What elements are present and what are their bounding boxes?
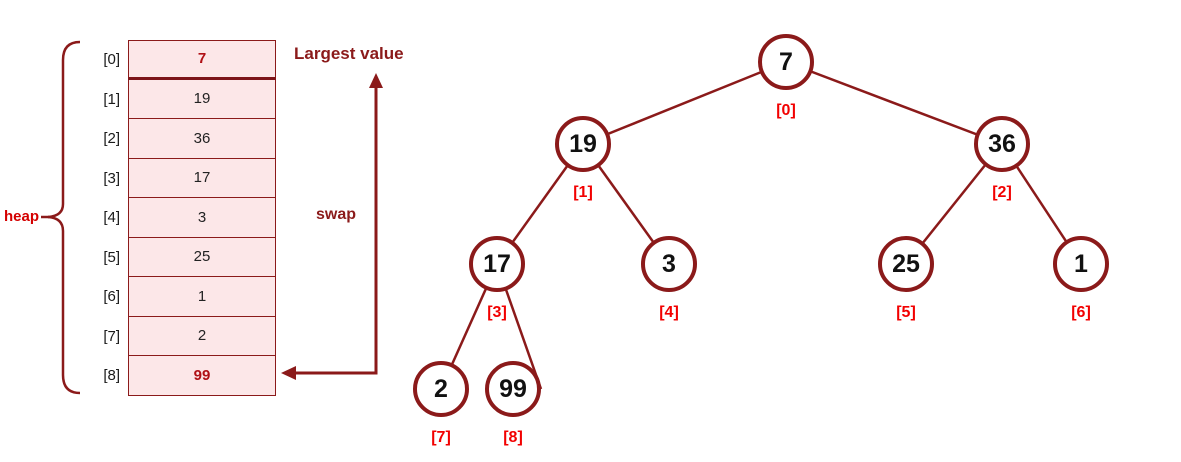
tree-node-value: 1 xyxy=(1053,236,1109,292)
array-cell: 99 xyxy=(128,356,276,396)
tree-node-index-label: [8] xyxy=(503,429,523,446)
tree-node-7: 2 [7] xyxy=(401,361,481,447)
array-cell: 19 xyxy=(128,79,276,119)
array-cell: 17 xyxy=(128,158,276,198)
tree-node-value: 3 xyxy=(641,236,697,292)
array-index: [1] xyxy=(103,90,120,108)
arrow-up-head-icon xyxy=(369,73,383,88)
tree-node-index-label: [2] xyxy=(992,184,1012,201)
array-cell: 36 xyxy=(128,119,276,159)
array-index: [0] xyxy=(103,51,120,69)
tree-node-value: 17 xyxy=(469,236,525,292)
tree-node-index-label: [1] xyxy=(573,184,593,201)
tree-node-index-label: [7] xyxy=(431,429,451,446)
tree-node-2: 36 [2] xyxy=(962,116,1042,202)
array-index: [2] xyxy=(103,130,120,148)
tree-node-index-label: [4] xyxy=(659,304,679,321)
array-cell: 3 xyxy=(128,198,276,238)
tree-node-1: 19 [1] xyxy=(543,116,623,202)
array-row-5: [5] 25 xyxy=(84,237,276,277)
largest-value-label: Largest value xyxy=(294,44,404,63)
tree-node-index-label: [6] xyxy=(1071,304,1091,321)
array-row-4: [4] 3 xyxy=(84,198,276,238)
heap-label: heap xyxy=(4,208,40,225)
tree-node-value: 25 xyxy=(878,236,934,292)
tree-node-value: 99 xyxy=(485,361,541,417)
tree-node-0: 7 [0] xyxy=(746,34,826,120)
array-index: [6] xyxy=(103,288,120,306)
array-index: [7] xyxy=(103,327,120,345)
tree-node-index-label: [0] xyxy=(776,102,796,119)
heap-brace xyxy=(47,40,81,395)
tree-node-8: 99 [8] xyxy=(473,361,553,447)
array-cell: 1 xyxy=(128,277,276,317)
arrow-left-head-icon xyxy=(281,366,296,380)
array-index: [5] xyxy=(103,248,120,266)
array-row-6: [6] 1 xyxy=(84,277,276,317)
array-cell: 2 xyxy=(128,316,276,356)
swap-label: swap xyxy=(316,206,357,223)
array-row-7: [7] 2 xyxy=(84,316,276,356)
array-index: [4] xyxy=(103,209,120,227)
array-cell: 25 xyxy=(128,237,276,277)
array-cell: 7 xyxy=(128,40,276,80)
heap-array: [0] 7 [1] 19 [2] 36 [3] 17 [4] 3 [5] 25 … xyxy=(84,40,276,396)
array-index: [8] xyxy=(103,367,120,385)
tree-node-6: 1 [6] xyxy=(1041,236,1121,322)
array-row-1: [1] 19 xyxy=(84,79,276,119)
tree-node-value: 19 xyxy=(555,116,611,172)
array-index: [3] xyxy=(103,169,120,187)
tree-node-value: 7 xyxy=(758,34,814,90)
tree-node-5: 25 [5] xyxy=(866,236,946,322)
array-row-3: [3] 17 xyxy=(84,158,276,198)
tree-node-value: 36 xyxy=(974,116,1030,172)
array-row-8: [8] 99 xyxy=(84,356,276,396)
tree-node-index-label: [5] xyxy=(896,304,916,321)
tree-node-4: 3 [4] xyxy=(629,236,709,322)
tree-node-index-label: [3] xyxy=(487,304,507,321)
array-row-0: [0] 7 xyxy=(84,40,276,80)
array-row-2: [2] 36 xyxy=(84,119,276,159)
tree-node-3: 17 [3] xyxy=(457,236,537,322)
tree-node-value: 2 xyxy=(413,361,469,417)
